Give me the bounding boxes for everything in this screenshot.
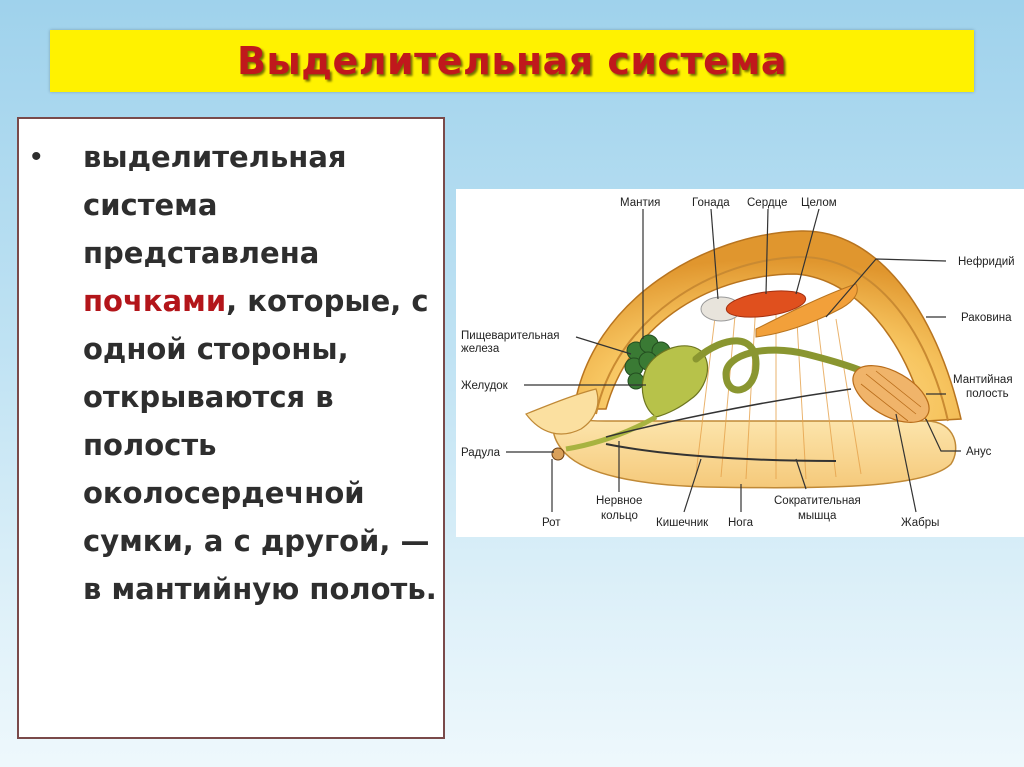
gills-shape	[852, 365, 930, 423]
label-heart: Сердце	[747, 197, 787, 209]
label-nerve-ring-1: Нервное	[596, 495, 642, 507]
head-lobe	[525, 388, 599, 435]
label-mantle-cavity-2: полость	[966, 388, 1009, 400]
radula-shape	[551, 447, 565, 461]
bullet-item: • выделительная система представлена поч…	[31, 133, 437, 613]
label-radula: Радула	[461, 447, 501, 459]
highlighted-word: почками	[83, 284, 227, 318]
bullet-icon: •	[31, 140, 42, 173]
label-nephridium: Нефридий	[958, 256, 1015, 268]
text-part-before: выделительная система представлена	[83, 140, 347, 270]
leader-lines	[506, 208, 961, 513]
label-nerve-ring-2: кольцо	[601, 510, 638, 522]
label-retractor-1: Сократительная	[774, 495, 861, 507]
label-coelom: Целом	[801, 197, 837, 209]
body-foot-shape	[552, 412, 957, 489]
stomach-shape	[641, 345, 709, 418]
bullet-text: выделительная система представлена почка…	[83, 133, 437, 613]
label-digestive-gland-2: железа	[461, 343, 500, 355]
label-digestive-gland-1: Пищеварительная	[461, 330, 559, 342]
shell-shape	[573, 230, 962, 422]
label-mantle-cavity-1: Мантийная	[953, 374, 1013, 386]
mollusc-anatomy-diagram: Мантия Гонада Сердце Целом Нефридий Рако…	[456, 189, 1024, 537]
label-gills: Жабры	[901, 517, 939, 529]
slide-title: Выделительная система	[236, 39, 788, 83]
label-mantle: Мантия	[620, 197, 660, 209]
muscle-fibers	[695, 300, 862, 480]
label-gonad: Гонада	[692, 197, 730, 209]
label-foot: Нога	[728, 517, 754, 529]
esophagus-shape	[565, 414, 658, 452]
label-stomach: Желудок	[461, 380, 509, 392]
nephridium-shape	[755, 283, 858, 338]
anatomy-illustration: Мантия Гонада Сердце Целом Нефридий Рако…	[461, 197, 1015, 529]
text-box: • выделительная система представлена поч…	[17, 117, 445, 739]
text-part-after: , которые, с одной стороны, открываются …	[83, 284, 437, 606]
nerve-cord-shape	[605, 443, 837, 462]
label-intestine: Кишечник	[656, 517, 709, 529]
mantle-line	[595, 255, 949, 422]
label-retractor-2: мышца	[798, 510, 837, 522]
intestine-shape	[692, 337, 900, 394]
label-anus: Анус	[966, 446, 992, 458]
title-bar: Выделительная система	[50, 30, 974, 92]
label-shell: Раковина	[961, 312, 1012, 324]
heart-shape	[725, 290, 807, 318]
label-mouth: Рот	[542, 517, 561, 529]
